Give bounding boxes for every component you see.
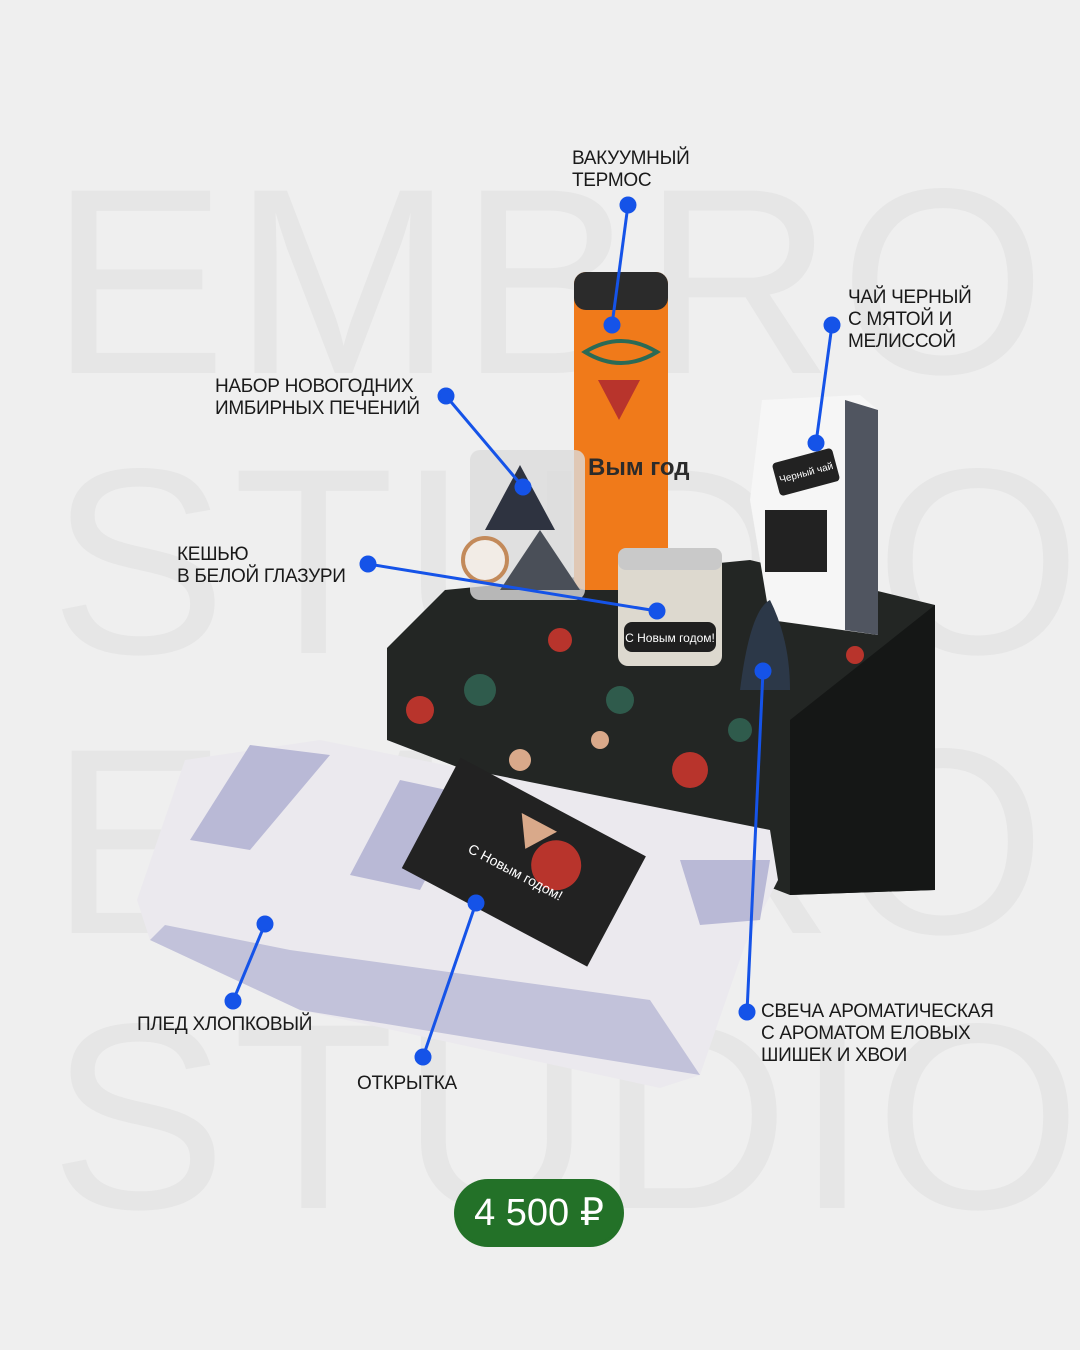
greeting-card: С Новым годом! xyxy=(401,757,646,967)
callout-tea: ЧАЙ ЧЕРНЫЙ С МЯТОЙ И МЕЛИССОЙ xyxy=(848,287,972,352)
callout-cashew: КЕШЬЮ В БЕЛОЙ ГЛАЗУРИ xyxy=(177,544,346,587)
callout-candle: СВЕЧА АРОМАТИЧЕСКАЯ С АРОМАТОМ ЕЛОВЫХ ШИ… xyxy=(761,1001,994,1066)
cashew-jar: С Новым годом! xyxy=(618,548,722,666)
callout-plaid: ПЛЕД ХЛОПКОВЫЙ xyxy=(137,1014,313,1035)
thermos: Вым год xyxy=(574,272,690,590)
thermos-print: Вым год xyxy=(588,454,690,481)
price-badge: 4 500 ₽ xyxy=(457,1182,621,1244)
callout-lines xyxy=(224,196,841,1066)
callout-thermos: ВАКУУМНЫЙ ТЕРМОС xyxy=(572,148,690,191)
callout-card: ОТКРЫТКА xyxy=(357,1073,457,1094)
gingerbread-cookies xyxy=(461,450,585,600)
tea-pack: Черный чай xyxy=(750,395,878,635)
candle xyxy=(740,600,790,690)
watermark-text: EMBRO xyxy=(50,134,1052,430)
cotton-plaid xyxy=(137,740,778,1088)
jar-label: С Новым годом! xyxy=(625,631,715,645)
callout-gingerbread: НАБОР НОВОГОДНИХ ИМБИРНЫХ ПЕЧЕНИЙ xyxy=(215,376,420,419)
gift-box xyxy=(387,560,935,895)
